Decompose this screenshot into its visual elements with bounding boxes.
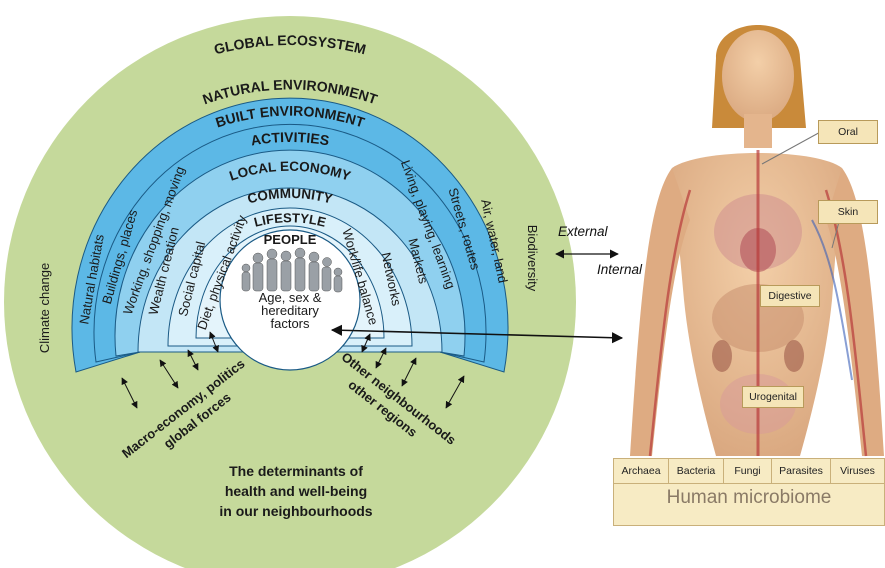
label-climate-change: Climate change xyxy=(37,263,52,353)
microbiome-viruses: Viruses xyxy=(831,459,884,483)
caption-line-2: health and well-being xyxy=(225,483,367,499)
microbiome-panel: Archaea Bacteria Fungi Parasites Viruses… xyxy=(613,458,885,526)
microbiome-archaea: Archaea xyxy=(614,459,669,483)
label-skin: Skin xyxy=(818,200,878,224)
external-label: External xyxy=(558,224,608,239)
core-factors-line-3: factors xyxy=(270,316,310,331)
label-oral: Oral xyxy=(818,120,878,144)
microbiome-parasites: Parasites xyxy=(772,459,831,483)
caption-line-1: The determinants of xyxy=(229,463,363,479)
microbiome-bacteria: Bacteria xyxy=(669,459,724,483)
microbiome-divider xyxy=(614,483,884,484)
label-people: PEOPLE xyxy=(264,232,317,247)
microbiome-title: Human microbiome xyxy=(614,487,884,509)
label-digestive: Digestive xyxy=(760,285,820,307)
microbiome-fungi: Fungi xyxy=(724,459,772,483)
internal-label: Internal xyxy=(597,262,642,277)
label-biodiversity: Biodiversity xyxy=(525,225,540,292)
caption-line-3: in our neighbourhoods xyxy=(219,503,372,519)
label-urogenital: Urogenital xyxy=(742,386,804,408)
